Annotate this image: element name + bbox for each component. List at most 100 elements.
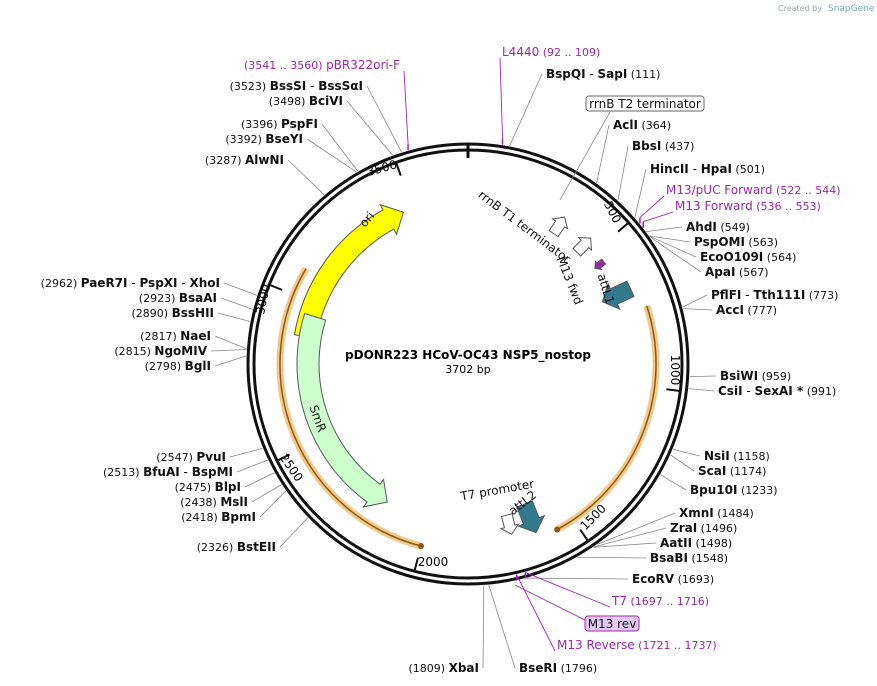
site-leader-acci xyxy=(682,308,713,311)
site-paer7i-pspxi-xhoi[interactable]: (2962) PaeR7I - PspXI - XhoI xyxy=(41,276,220,290)
scale-tick-1000 xyxy=(666,388,680,392)
site-acli[interactable]: AclI (364) xyxy=(613,118,671,132)
leader-m13-rev xyxy=(514,584,586,621)
site-leader-bsssi xyxy=(366,85,402,153)
primer-m13-reverse[interactable]: M13 Reverse (1721 .. 1737) xyxy=(557,638,717,652)
feature-t7-promoter[interactable] xyxy=(498,513,520,537)
primer-leader-m13-forward xyxy=(643,211,674,223)
site-naei[interactable]: (2817) NaeI xyxy=(140,329,211,343)
site-leader-csii xyxy=(688,388,715,392)
primer-pbr322ori-f[interactable]: (3541 .. 3560) pBR322ori-F xyxy=(244,58,400,72)
feature-smr[interactable] xyxy=(296,312,388,508)
site-blpi[interactable]: (2475) BlpI xyxy=(175,480,241,494)
site-leader-msli xyxy=(251,484,282,503)
boxed-label-m13-rev[interactable]: M13 rev xyxy=(584,615,640,632)
primer-l4440[interactable]: L4440 (92 .. 109) xyxy=(502,45,600,59)
site-bsabi[interactable]: BsaBI (1548) xyxy=(650,551,728,565)
site-zrai[interactable]: ZraI (1496) xyxy=(670,521,737,535)
watermark-brand: SnapGene xyxy=(828,4,875,14)
site-leader-bseri xyxy=(488,584,516,669)
site-pspfi[interactable]: (3396) PspFI xyxy=(241,117,318,131)
site-ecorv[interactable]: EcoRV (1693) xyxy=(632,572,714,586)
site-pvui[interactable]: (2547) PvuI xyxy=(156,450,226,464)
primer-m13-forward[interactable]: M13 Forward (536 .. 553) xyxy=(675,199,821,213)
site-csii-sexai[interactable]: CsiI - SexAI * (991) xyxy=(718,384,836,398)
site-leader-nsii xyxy=(672,448,701,457)
scale-tick-label-1000: 1000 xyxy=(668,355,682,386)
site-nsii[interactable]: NsiI (1158) xyxy=(704,449,770,463)
site-bfuai-bspmi[interactable]: (2513) BfuAI - BspMI xyxy=(103,465,233,479)
leader-rrnb-t2 xyxy=(559,111,611,201)
site-bseyi[interactable]: (3392) BseYI xyxy=(225,132,303,146)
site-leader-xbai xyxy=(482,585,485,669)
plasmid-length: 3702 bp xyxy=(445,363,490,376)
site-leader-bsabi xyxy=(577,556,647,559)
site-ecoo109i[interactable]: EcoO109I (564) xyxy=(700,250,796,264)
feature-rrnb-t1-terminator[interactable] xyxy=(570,232,597,259)
site-bseri[interactable]: BseRI (1796) xyxy=(519,661,597,675)
site-leader-pspomi xyxy=(649,235,691,243)
site-leader-pvui xyxy=(229,447,263,458)
site-msli[interactable]: (2438) MslI xyxy=(180,495,248,509)
orf-line-8 xyxy=(556,305,657,531)
site-xbai[interactable]: (1809) XbaI xyxy=(409,661,479,675)
site-leader-bsaai xyxy=(220,297,253,310)
site-leader-ecoo109i xyxy=(649,235,697,258)
site-leader-apai xyxy=(649,236,702,273)
site-bpu10i[interactable]: Bpu10I (1233) xyxy=(690,483,778,497)
site-apai[interactable]: ApaI (567) xyxy=(705,265,769,279)
site-leader-bsteii xyxy=(279,517,309,548)
site-xmni[interactable]: XmnI (1484) xyxy=(679,506,754,520)
scale-tick-500 xyxy=(617,222,629,233)
feature-rrnb-t2-terminator[interactable] xyxy=(546,212,572,238)
site-scai[interactable]: ScaI (1174) xyxy=(698,464,766,478)
boxed-label-rrnb-t2-terminator[interactable]: rrnB T2 terminator xyxy=(585,95,705,112)
site-bsshii[interactable]: (2890) BssHII xyxy=(132,306,214,320)
site-ahdi[interactable]: AhdI (549) xyxy=(686,220,750,234)
primer-leader-m13-puc-forward xyxy=(639,195,665,218)
site-alwni[interactable]: (3287) AlwNI xyxy=(205,153,284,167)
site-bsiwi[interactable]: BsiWI (959) xyxy=(720,369,791,383)
site-bsaai[interactable]: (2923) BsaAI xyxy=(139,291,217,305)
site-leader-bseyi xyxy=(306,138,357,173)
site-leader-xmni xyxy=(597,512,676,545)
site-leader-bsiwi xyxy=(689,375,717,378)
site-bbsi[interactable]: BbsI (437) xyxy=(632,139,694,153)
site-bsteii[interactable]: (2326) BstEII xyxy=(197,540,276,554)
feature-attl1[interactable] xyxy=(597,276,637,314)
site-leader-bpmi xyxy=(259,490,287,518)
site-aatii[interactable]: AatII (1498) xyxy=(660,536,732,550)
orf-line-9 xyxy=(279,268,422,547)
site-leader-bpu10i xyxy=(660,474,687,491)
site-bspqi-sapi[interactable]: BspQI - SapI (111) xyxy=(546,67,660,81)
scale-tick-label-3000: 3000 xyxy=(253,283,273,316)
site-bsssi-bsss-i[interactable]: (3523) BssSI - BssSαI xyxy=(230,79,363,93)
scale-tick-2000 xyxy=(413,557,419,571)
site-leader-bfuai xyxy=(236,459,268,473)
site-leader-acli xyxy=(596,124,610,184)
watermark-created-by: Created by xyxy=(778,4,822,13)
orf-highlight-8[interactable] xyxy=(555,304,660,533)
site-ngomiv[interactable]: (2815) NgoMIV xyxy=(114,344,207,358)
feature-m13-fwd[interactable] xyxy=(592,258,607,273)
site-bpmi[interactable]: (2418) BpmI xyxy=(181,510,256,524)
orf-arrowhead-9 xyxy=(417,543,424,550)
site-labels: BspQI - SapI (111) AclI (364) BbsI (437) Hi… xyxy=(41,45,841,675)
site-hincii-hpai[interactable]: HincII - HpaI (501) xyxy=(650,162,765,176)
site-leader-bgli xyxy=(214,355,247,367)
feature-attl2[interactable] xyxy=(512,499,549,538)
feature-arcs xyxy=(276,203,660,550)
feature-ori[interactable] xyxy=(293,203,405,339)
site-leader-aatii xyxy=(593,542,657,548)
site-pflfi-tth111i[interactable]: PflFI - Tth111I (773) xyxy=(711,288,838,302)
site-leader-bcivi xyxy=(346,100,393,156)
site-pspomi[interactable]: PspOMI (563) xyxy=(694,235,778,249)
primer-t7[interactable]: T7 (1697 .. 1716) xyxy=(611,594,709,608)
primer-leader-l4440 xyxy=(499,57,503,139)
primer-m13-puc-forward[interactable]: M13/pUC Forward (522 .. 544) xyxy=(666,183,841,197)
site-acci[interactable]: AccI (777) xyxy=(716,303,777,317)
site-bgli[interactable]: (2798) BglI xyxy=(145,359,211,373)
site-bcivi[interactable]: (3498) BciVI xyxy=(269,94,343,108)
site-leader-alwni xyxy=(287,159,325,196)
